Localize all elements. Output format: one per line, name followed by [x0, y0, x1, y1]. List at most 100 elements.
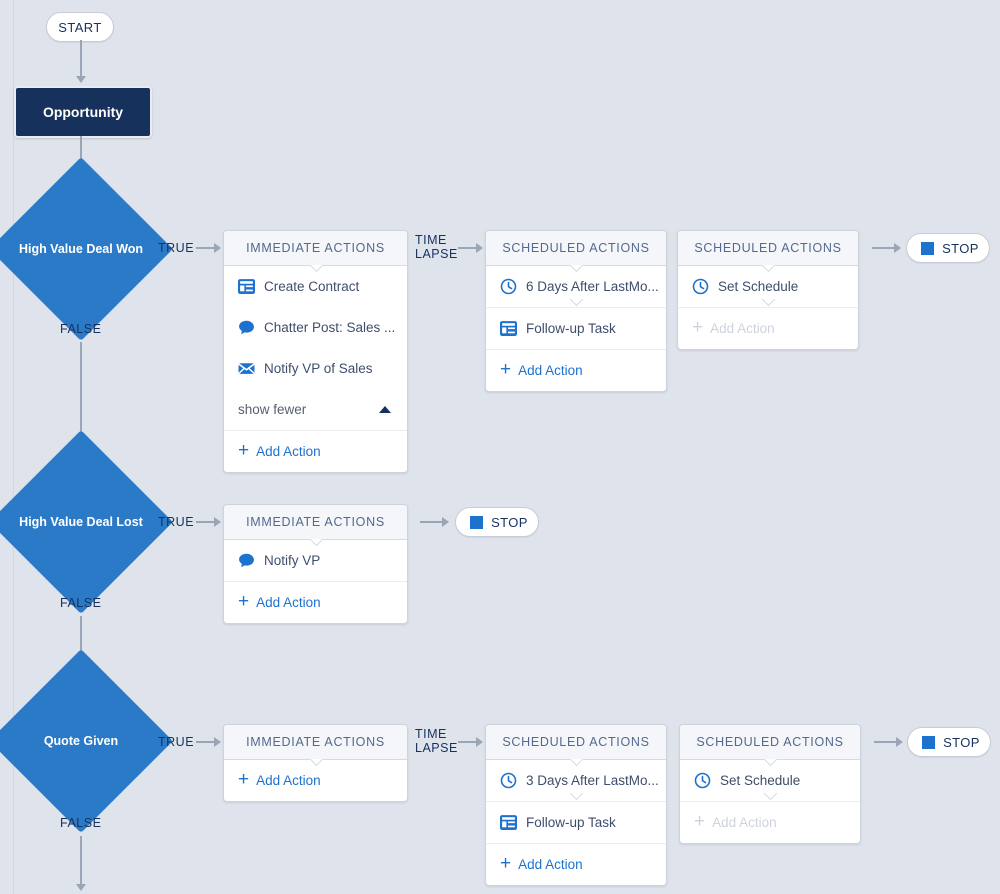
- start-node-label: START: [58, 19, 102, 35]
- connector-timelapse-1: [458, 247, 482, 249]
- connector-false-1: [80, 342, 82, 450]
- record-create-icon: [238, 279, 255, 294]
- stop-node-2[interactable]: STOP: [455, 507, 539, 537]
- panel-body: Notify VP + Add Action: [224, 540, 407, 623]
- add-action-button[interactable]: + Add Action: [238, 590, 321, 612]
- panel-header-label: SCHEDULED ACTIONS: [696, 735, 844, 749]
- edge-label-true-3: TRUE: [158, 735, 195, 749]
- connector-timelapse-3: [458, 741, 482, 743]
- add-action-button[interactable]: + Add Action: [238, 768, 321, 790]
- stop-node-3[interactable]: STOP: [907, 727, 991, 757]
- immediate-actions-panel-1[interactable]: IMMEDIATE ACTIONS Create Contract Chatte…: [223, 230, 408, 473]
- canvas-edge-line: [13, 0, 14, 894]
- add-action-button[interactable]: + Add Action: [500, 358, 583, 380]
- schedule-row[interactable]: Set Schedule: [678, 266, 858, 308]
- schedule-row[interactable]: 6 Days After LastMo...: [486, 266, 666, 308]
- action-row[interactable]: Notify VP of Sales: [224, 348, 407, 389]
- show-fewer-label: show fewer: [238, 402, 307, 417]
- clock-icon: [694, 772, 711, 789]
- stop-node-label: STOP: [491, 514, 528, 530]
- clock-icon: [692, 278, 709, 295]
- action-row-label: Notify VP: [264, 553, 321, 568]
- connector-true-3-arrow: [214, 737, 221, 747]
- edge-label-false-1: FALSE: [60, 322, 102, 336]
- panel-header-label: SCHEDULED ACTIONS: [502, 735, 650, 749]
- action-row-label: Create Contract: [264, 279, 360, 294]
- object-node-opportunity[interactable]: Opportunity: [14, 86, 152, 138]
- action-row[interactable]: Follow-up Task: [486, 308, 666, 350]
- connector-false-2: [80, 616, 82, 668]
- connector-true-2-arrow: [214, 517, 221, 527]
- schedule-row-label: Set Schedule: [718, 279, 799, 294]
- panel-header: IMMEDIATE ACTIONS: [224, 725, 407, 760]
- show-fewer-toggle[interactable]: show fewer: [224, 389, 407, 431]
- panel-body: Set Schedule + Add Action: [680, 760, 860, 843]
- add-action-label: Add Action: [256, 595, 321, 610]
- object-node-label: Opportunity: [42, 104, 124, 120]
- panel-body: 3 Days After LastMo... Follow-up Task + …: [486, 760, 666, 885]
- connector-true-2: [196, 521, 220, 523]
- edge-label-true-1: TRUE: [158, 241, 195, 255]
- scheduled-actions-panel-3b[interactable]: SCHEDULED ACTIONS Set Schedule + Add Act…: [679, 724, 861, 844]
- stop-square-icon: [470, 515, 484, 529]
- stop-square-icon: [922, 735, 936, 749]
- panel-header: SCHEDULED ACTIONS: [678, 231, 858, 266]
- add-action-label: Add Action: [710, 321, 775, 336]
- connector-to-stop-1-arrow: [894, 243, 901, 253]
- edge-label-false-3: FALSE: [60, 816, 102, 830]
- action-row-label: Follow-up Task: [526, 815, 616, 830]
- panel-header-label: SCHEDULED ACTIONS: [502, 241, 650, 255]
- connector-start-to-object-arrow: [76, 76, 86, 83]
- connector-to-stop-2-arrow: [442, 517, 449, 527]
- schedule-row[interactable]: 3 Days After LastMo...: [486, 760, 666, 802]
- panel-body: Create Contract Chatter Post: Sales ... …: [224, 266, 407, 472]
- connector-timelapse-1-arrow: [476, 243, 483, 253]
- add-action-button[interactable]: + Add Action: [500, 852, 583, 874]
- stop-node-1[interactable]: STOP: [906, 233, 990, 263]
- chevron-up-icon: [379, 406, 391, 413]
- schedule-row[interactable]: Set Schedule: [680, 760, 860, 802]
- schedule-row-label: 6 Days After LastMo...: [526, 279, 659, 294]
- action-row-label: Notify VP of Sales: [264, 361, 373, 376]
- add-action-label: Add Action: [256, 773, 321, 788]
- scheduled-actions-panel-1b[interactable]: SCHEDULED ACTIONS Set Schedule + Add Act…: [677, 230, 859, 350]
- panel-header-label: IMMEDIATE ACTIONS: [246, 515, 385, 529]
- add-action-label: Add Action: [518, 363, 583, 378]
- immediate-actions-panel-3[interactable]: IMMEDIATE ACTIONS + Add Action: [223, 724, 408, 802]
- connector-timelapse-3-arrow: [476, 737, 483, 747]
- start-node[interactable]: START: [46, 12, 114, 42]
- panel-header-label: SCHEDULED ACTIONS: [694, 241, 842, 255]
- add-action-button[interactable]: + Add Action: [238, 439, 321, 461]
- action-row[interactable]: Notify VP: [224, 540, 407, 582]
- add-action-label: Add Action: [518, 857, 583, 872]
- panel-header: IMMEDIATE ACTIONS: [224, 231, 407, 266]
- action-row[interactable]: Chatter Post: Sales ...: [224, 307, 407, 348]
- connector-object-to-criteria-1: [80, 136, 82, 174]
- scheduled-actions-panel-1a[interactable]: SCHEDULED ACTIONS 6 Days After LastMo...…: [485, 230, 667, 392]
- connector-false-3: [80, 836, 82, 886]
- criteria-diamond-shape: [0, 157, 173, 341]
- connector-false-3-arrow: [76, 884, 86, 891]
- add-action-button: + Add Action: [680, 802, 860, 843]
- record-create-icon: [500, 321, 517, 336]
- add-action-label: Add Action: [256, 444, 321, 459]
- clock-icon: [500, 278, 517, 295]
- chatter-post-icon: [239, 320, 254, 335]
- immediate-actions-panel-2[interactable]: IMMEDIATE ACTIONS Notify VP + Add Action: [223, 504, 408, 624]
- action-row[interactable]: Create Contract: [224, 266, 407, 307]
- action-row[interactable]: Follow-up Task: [486, 802, 666, 844]
- record-create-icon: [500, 815, 517, 830]
- panel-body: Set Schedule + Add Action: [678, 266, 858, 349]
- panel-header: SCHEDULED ACTIONS: [486, 725, 666, 760]
- add-action-label: Add Action: [712, 815, 777, 830]
- criteria-node-high-value-deal-won[interactable]: High Value Deal Won: [0, 157, 173, 341]
- criteria-diamond-shape: [0, 430, 173, 614]
- stop-node-label: STOP: [942, 240, 979, 256]
- criteria-node-quote-given[interactable]: Quote Given: [0, 649, 173, 833]
- action-row-label: Chatter Post: Sales ...: [264, 320, 396, 335]
- connector-true-1-arrow: [214, 243, 221, 253]
- criteria-node-high-value-deal-lost[interactable]: High Value Deal Lost: [0, 430, 173, 614]
- email-icon: [238, 363, 255, 374]
- scheduled-actions-panel-3a[interactable]: SCHEDULED ACTIONS 3 Days After LastMo...…: [485, 724, 667, 886]
- edge-label-true-2: TRUE: [158, 515, 195, 529]
